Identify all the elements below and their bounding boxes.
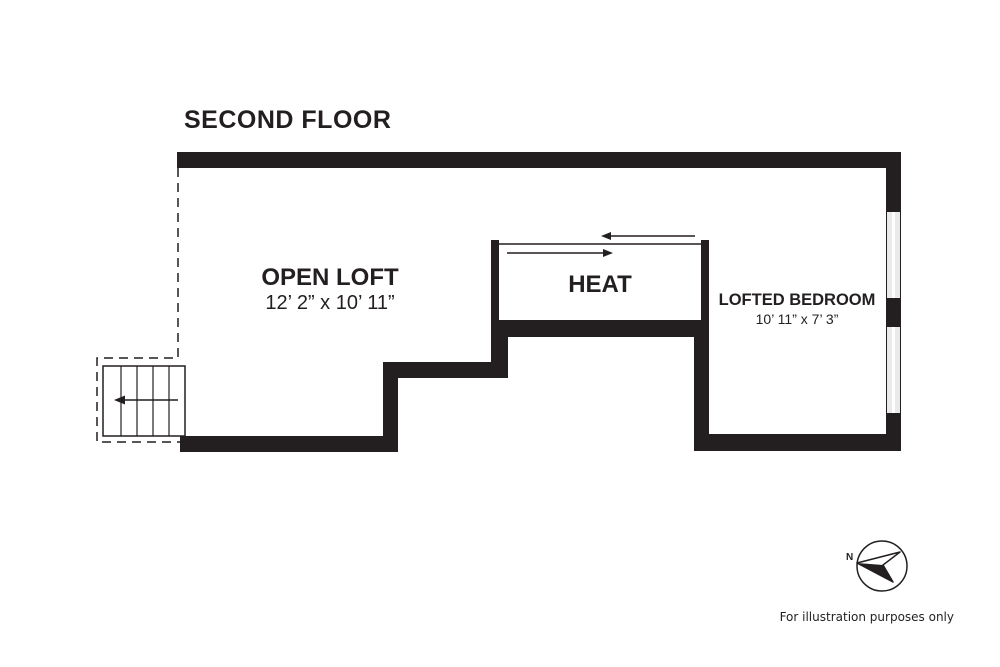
heat-wall-bottom [491,320,709,337]
stepped-wall [180,322,510,452]
floor-title: SECOND FLOOR [184,106,392,134]
sliding-arrow-right [507,249,613,257]
heat-wall-left [491,240,499,337]
bedroom-wall-bottom [694,434,901,451]
staircase [102,365,186,437]
disclaimer-text: For illustration purposes only [779,610,954,624]
heat-wall-right [701,240,709,337]
open-side-dashed-line [96,168,183,443]
stair-arrow-head [114,395,125,405]
window-upper [886,212,901,298]
room-name-lofted-bedroom: LOFTED BEDROOM [718,291,876,309]
room-dimensions-lofted-bedroom: 10’ 11” x 7’ 3” [755,311,839,327]
room-name-heat: HEAT [568,271,632,298]
sliding-arrow-left [601,232,695,240]
compass-icon [856,540,908,592]
compass-north-label: N [846,552,854,563]
exterior-wall-top [177,152,901,168]
room-name-open-loft: OPEN LOFT [261,264,399,291]
window-lower [886,327,901,413]
room-dimensions-open-loft: 12’ 2” x 10’ 11” [265,292,395,314]
bedroom-wall-left [694,320,709,451]
